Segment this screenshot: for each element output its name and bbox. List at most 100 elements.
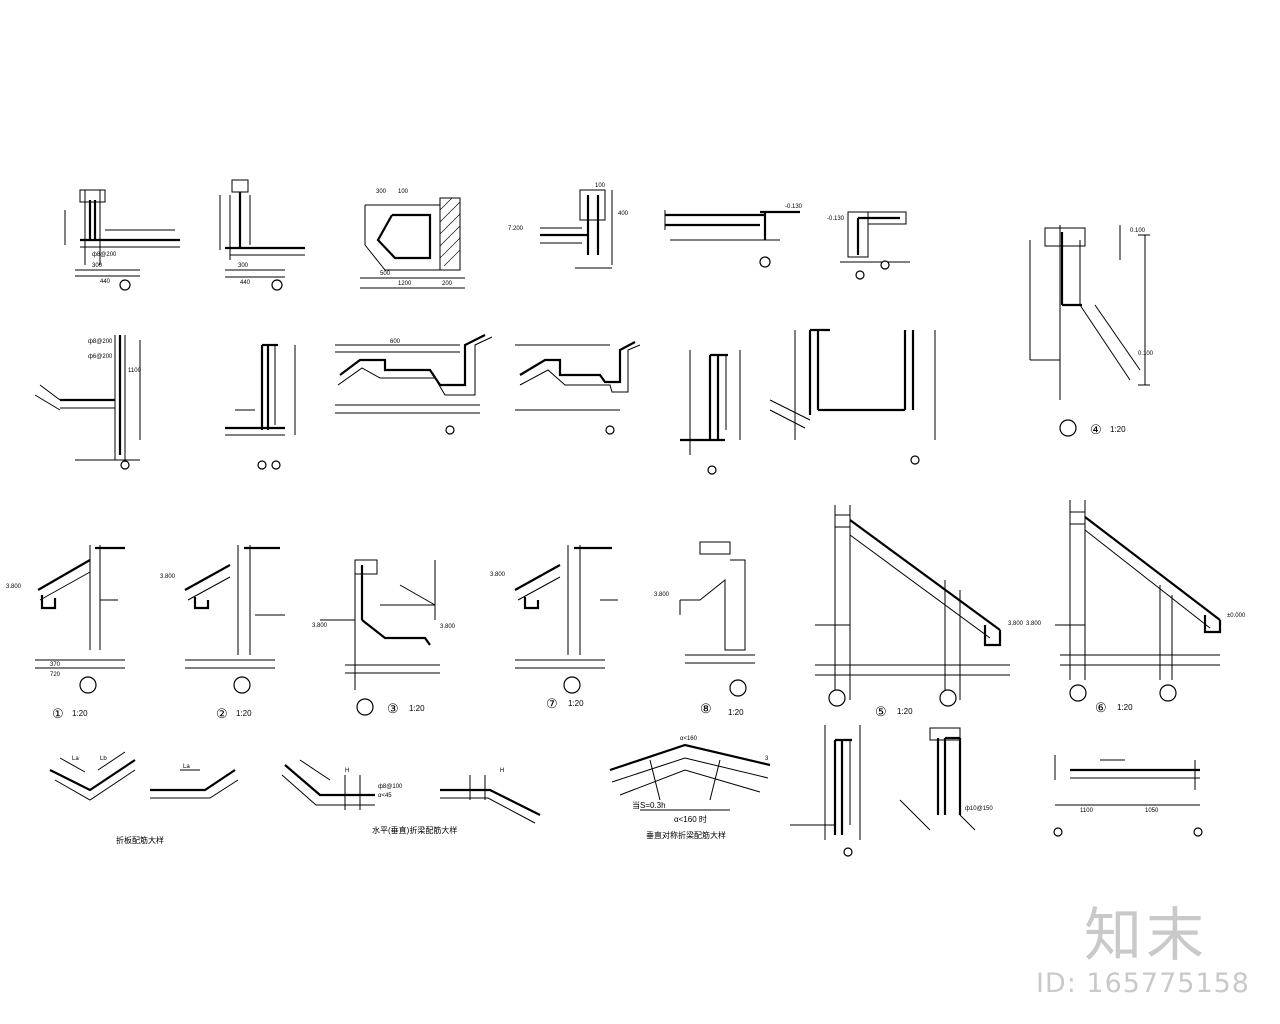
axis-marker <box>939 689 957 707</box>
detail-r4-parapet-1 <box>790 725 861 857</box>
alpha-45: α<45 <box>378 793 392 799</box>
dim-1050: 1050 <box>1145 808 1159 814</box>
detail-8-scale: 1:20 <box>728 708 744 717</box>
dim-1200: 1200 <box>398 281 412 287</box>
detail-6: 3.800 ±0.000 ⑥ 1:20 <box>1026 500 1246 715</box>
rebar-6200: ф6@200 <box>88 354 113 360</box>
axis-marker <box>271 460 281 470</box>
elev-3800b: 3.800 <box>160 574 176 580</box>
la-label: La <box>72 756 79 762</box>
detail-5: 3.800 ⑤ 1:20 <box>815 505 1024 719</box>
detail-5-num: ⑤ <box>875 704 887 719</box>
axis-marker <box>605 425 615 435</box>
elev-3800: 3.800 <box>6 584 22 590</box>
detail-3-num: ③ <box>387 701 399 716</box>
axis-marker <box>119 279 131 291</box>
detail-2-num: ② <box>216 706 228 721</box>
axis-marker <box>445 425 455 435</box>
detail-4: 0.100 0.100 ④ 1:20 <box>1029 225 1154 437</box>
note-alpha-when: α<160 时 <box>674 814 707 824</box>
detail-4-scale: 1:20 <box>1110 425 1126 434</box>
axis-marker <box>563 676 581 694</box>
dim-300b: 300 <box>238 263 249 269</box>
rebar-label: ф8@200 <box>92 252 117 258</box>
detail-7: 3.800 ⑦ 1:20 <box>490 545 618 711</box>
detail-5-scale: 1:20 <box>897 707 913 716</box>
detail-r2-3: 600 <box>335 334 493 435</box>
dim-370: 370 <box>50 662 61 668</box>
dim-100b: 100 <box>595 183 606 189</box>
horizontal-beam-detail: H ф8@100 α<45 H 水平(垂直)折梁配筋大样 <box>281 759 541 835</box>
detail-6-num: ⑥ <box>1095 700 1107 715</box>
axis-marker <box>120 460 130 470</box>
axis-marker <box>880 260 890 270</box>
fold-slab-detail: La Lb La 折板配筋大样 <box>49 751 239 845</box>
elev-neg2: -0.130 <box>827 216 845 222</box>
vertical-symmetric-beam-detail: α<160 3 当S=0.3h α<160 时 垂直对称折梁配筋大样 <box>609 736 771 840</box>
dim-440b: 440 <box>240 280 251 286</box>
detail-r2-2 <box>225 343 296 470</box>
axis-marker <box>1069 684 1087 702</box>
axis-marker <box>271 279 283 291</box>
dim-100: 100 <box>398 189 409 195</box>
axis-marker <box>828 689 846 707</box>
s3-label: 3 <box>765 756 769 762</box>
rebar-10150: ф10@150 <box>965 806 993 812</box>
dim-720: 720 <box>50 672 61 678</box>
axis-marker <box>233 676 251 694</box>
rebar-8200: ф8@200 <box>88 339 113 345</box>
dim-400: 400 <box>618 211 629 217</box>
axis-marker <box>910 455 920 465</box>
detail-7-scale: 1:20 <box>568 699 584 708</box>
note-s-h: 当S=0.3h <box>632 800 666 810</box>
dim-500: 500 <box>380 271 391 277</box>
axis-marker <box>707 465 717 475</box>
fold-slab-caption: 折板配筋大样 <box>116 835 164 845</box>
elev-3800d: 3.800 <box>440 624 456 630</box>
elev-3800h: 3.800 <box>1026 621 1042 627</box>
detail-r1-4: 7.200 400 100 <box>508 183 629 269</box>
elev-3800e: 3.800 <box>490 572 506 578</box>
detail-8-num: ⑧ <box>700 701 712 716</box>
detail-7-num: ⑦ <box>546 696 558 711</box>
detail-1-scale: 1:20 <box>72 709 88 718</box>
axis-marker <box>79 676 97 694</box>
elev-neg: -0.130 <box>785 204 803 210</box>
detail-r2-4 <box>515 341 641 435</box>
h-label: H <box>345 768 349 774</box>
elev-0000: ±0.000 <box>1227 613 1246 619</box>
detail-r1-1: 300 440 ф8@200 <box>64 189 180 291</box>
elev-0100b: 0.100 <box>1138 351 1154 357</box>
rebar-8100: ф8@100 <box>378 784 403 790</box>
detail-r4-parapet-2: ф10@150 <box>899 727 993 831</box>
detail-1-num: ① <box>52 706 64 721</box>
watermark-brand: 知末 <box>1083 901 1208 969</box>
dim-row2-a: 600 <box>390 339 401 345</box>
elev-3800f: 3.800 <box>654 592 670 598</box>
dim-1100: 1100 <box>128 368 142 374</box>
dim-200: 200 <box>442 281 453 287</box>
detail-2-scale: 1:20 <box>236 709 252 718</box>
axis-marker <box>257 460 267 470</box>
la-label-2: La <box>183 764 190 770</box>
axis-marker <box>855 270 865 280</box>
dim-1100: 1100 <box>1080 808 1094 814</box>
dim-440: 440 <box>100 279 111 285</box>
detail-r2-6 <box>769 328 936 465</box>
axis-marker <box>356 698 374 716</box>
detail-3-scale: 1:20 <box>409 704 425 713</box>
axis-marker <box>759 256 771 268</box>
elev-0100: 0.100 <box>1130 228 1146 234</box>
horizontal-beam-caption: 水平(垂直)折梁配筋大样 <box>372 825 457 835</box>
axis-marker <box>1059 419 1077 437</box>
detail-r1-2: 300 440 <box>219 179 305 291</box>
vertical-beam-caption: 垂直对称折梁配筋大样 <box>646 830 726 840</box>
dim-300c: 300 <box>376 189 387 195</box>
detail-r2-5 <box>680 350 741 475</box>
axis-marker <box>843 847 853 857</box>
detail-4-num: ④ <box>1090 422 1102 437</box>
detail-r1-6: -0.130 <box>827 211 910 280</box>
lb-label: Lb <box>100 756 107 762</box>
detail-6-scale: 1:20 <box>1117 703 1133 712</box>
